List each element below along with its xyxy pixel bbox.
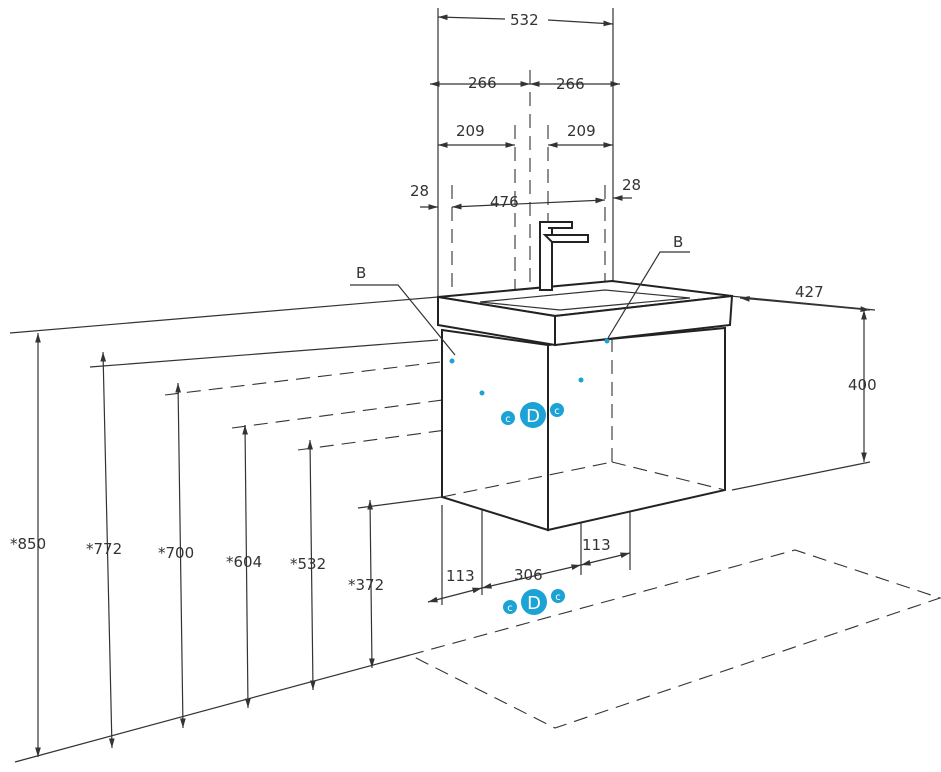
- dim-h532: *532: [290, 555, 326, 573]
- dim-h700: *700: [158, 544, 194, 562]
- drain-marker: [520, 402, 546, 428]
- dim-inner-width: 476: [490, 193, 519, 211]
- dim-bottom-mid: 306: [514, 566, 543, 584]
- cabinet: [441, 326, 726, 532]
- mount-point-dot: [604, 338, 610, 344]
- label-b-left: B: [356, 264, 366, 282]
- dim-half-left: 266: [468, 74, 497, 92]
- cold-label-floor: c: [507, 603, 513, 614]
- dim-h372: *372: [348, 576, 384, 594]
- dim-bottom-right: 113: [582, 536, 611, 554]
- label-b-right: B: [673, 233, 683, 251]
- drain-label-floor: D: [527, 593, 541, 614]
- mount-point-dot: [578, 377, 584, 383]
- faucet: [539, 221, 589, 291]
- dim-h772: *772: [86, 540, 122, 558]
- water-inlet-marker: [550, 403, 564, 417]
- dimension-lines: [35, 14, 871, 757]
- dim-cabinet-height: 400: [848, 376, 877, 394]
- dim-offset-right: 209: [567, 122, 596, 140]
- water-inlet-marker-floor: [503, 600, 517, 614]
- dim-top-width: 532: [510, 11, 539, 29]
- dim-edge-left: 28: [410, 182, 429, 200]
- water-inlet-marker-floor: [551, 589, 565, 603]
- hot-label: c: [554, 406, 560, 417]
- floor: [14, 549, 941, 763]
- cold-label: c: [505, 414, 511, 425]
- washbasin: [437, 279, 734, 347]
- dim-offset-left: 209: [456, 122, 485, 140]
- drain-label: D: [526, 406, 540, 427]
- connection-markers: D c c D c c: [449, 338, 610, 615]
- dim-bottom-left: 113: [446, 567, 475, 585]
- dim-edge-right: 28: [622, 176, 641, 194]
- dim-half-right: 266: [556, 75, 585, 93]
- hot-label-floor: c: [555, 592, 561, 603]
- drain-marker-floor: [521, 589, 547, 615]
- dim-depth: 427: [795, 283, 824, 301]
- mount-point-dot: [479, 390, 485, 396]
- dim-h850: *850: [10, 535, 46, 553]
- water-inlet-marker: [501, 411, 515, 425]
- dim-h604: *604: [226, 553, 262, 571]
- mount-point-dot: [449, 358, 455, 364]
